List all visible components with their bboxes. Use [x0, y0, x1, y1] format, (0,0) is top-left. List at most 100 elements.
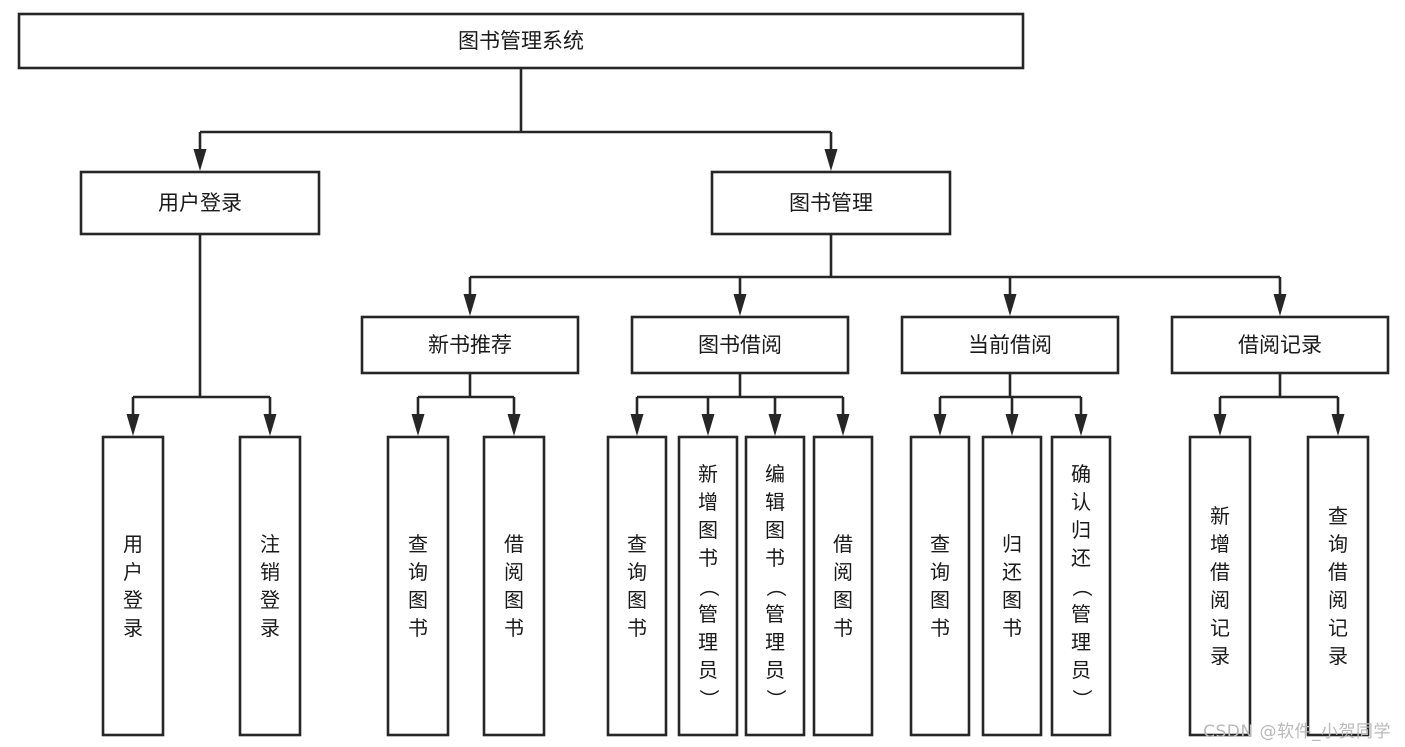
arrow-head-leaf-return-book [1005, 414, 1019, 436]
svg-text:管: 管 [1071, 602, 1091, 626]
node-label-current-borrow: 当前借阅 [968, 333, 1052, 357]
arrow-head-leaf-query-book-cur [933, 414, 947, 436]
csdn-watermark: CSDN @软件_小贺同学 [1203, 722, 1391, 742]
node-box-book-borrow [630, 315, 850, 375]
arrow-head-borrow-records [1273, 294, 1287, 316]
node-box-leaf-query-book-borrow [606, 435, 668, 737]
node-current-borrow[interactable]: 当前借阅 [900, 315, 1120, 375]
connector-group-user-login [126, 234, 277, 436]
svg-text:阅: 阅 [504, 560, 524, 584]
svg-text:书: 书 [930, 616, 950, 640]
node-box-leaf-add-borrow-record [1188, 435, 1252, 737]
arrow-head-user-login [193, 149, 207, 171]
svg-text:户: 户 [123, 560, 143, 584]
node-box-new-book-recommend [360, 315, 580, 375]
node-box-leaf-edit-book-admin [744, 435, 806, 737]
svg-text:增: 增 [1210, 532, 1230, 556]
node-new-book-recommend[interactable]: 新书推荐 [360, 315, 580, 375]
svg-text:管: 管 [765, 602, 785, 626]
arrow-head-leaf-query-book-borrow [630, 414, 644, 436]
svg-text:查: 查 [408, 532, 428, 556]
svg-text:员: 员 [765, 658, 785, 682]
node-label-leaf-user-login: 用户登录 [123, 532, 143, 640]
svg-text:借: 借 [504, 532, 524, 556]
svg-text:录: 录 [123, 616, 143, 640]
node-box-borrow-records [1170, 315, 1390, 375]
connector-group-book-borrow [630, 373, 850, 436]
connectors-layer [126, 68, 1345, 436]
svg-text:员: 员 [698, 658, 718, 682]
connector-group-book-management [463, 234, 1287, 316]
svg-text:查: 查 [627, 532, 647, 556]
node-box-leaf-logout [238, 435, 302, 737]
svg-text:查: 查 [930, 532, 950, 556]
node-book-management[interactable]: 图书管理 [710, 170, 952, 236]
arrow-head-leaf-user-login [126, 414, 140, 436]
node-borrow-records[interactable]: 借阅记录 [1170, 315, 1390, 375]
svg-text:归: 归 [1002, 532, 1022, 556]
svg-text:还: 还 [1002, 560, 1022, 584]
node-leaf-user-login[interactable]: 用户登录 [101, 435, 165, 737]
node-label-new-book-recommend: 新书推荐 [428, 333, 512, 357]
arrow-head-leaf-borrow-book [836, 414, 850, 436]
node-box-book-management [710, 170, 952, 236]
svg-text:辑: 辑 [765, 490, 785, 514]
svg-text:确: 确 [1071, 462, 1091, 486]
arrow-head-leaf-query-book-rec [411, 414, 425, 436]
svg-text:理: 理 [1071, 630, 1091, 654]
svg-text:图: 图 [833, 588, 853, 612]
svg-text:新: 新 [1210, 504, 1230, 528]
node-user-login[interactable]: 用户登录 [79, 170, 321, 236]
connector-group-new-book-recommend [411, 373, 521, 436]
svg-text:）: ） [697, 689, 721, 709]
node-label-root: 图书管理系统 [458, 29, 584, 53]
svg-text:借: 借 [1210, 560, 1230, 584]
svg-text:书: 书 [504, 616, 524, 640]
svg-text:询: 询 [930, 560, 950, 584]
arrow-head-book-borrow [733, 294, 747, 316]
svg-text:）: ） [1070, 689, 1094, 709]
node-box-user-login [79, 170, 321, 236]
arrow-head-leaf-add-borrow-record [1213, 414, 1227, 436]
svg-text:归: 归 [1071, 518, 1091, 542]
svg-text:图: 图 [408, 588, 428, 612]
svg-text:查: 查 [1328, 504, 1348, 528]
svg-text:新: 新 [698, 462, 718, 486]
svg-text:（: （ [697, 577, 721, 597]
svg-text:登: 登 [260, 588, 280, 612]
node-label-book-borrow: 图书借阅 [698, 333, 782, 357]
svg-text:书: 书 [765, 546, 785, 570]
connector-group-root [193, 68, 838, 171]
svg-text:阅: 阅 [1328, 588, 1348, 612]
node-box-leaf-query-book-rec [386, 435, 450, 737]
arrow-head-leaf-borrow-book-rec [507, 414, 521, 436]
svg-text:录: 录 [260, 616, 280, 640]
node-root[interactable]: 图书管理系统 [17, 12, 1025, 70]
svg-text:）: ） [764, 689, 788, 709]
node-book-borrow[interactable]: 图书借阅 [630, 315, 850, 375]
svg-text:记: 记 [1328, 616, 1348, 640]
connector-group-current-borrow [933, 373, 1088, 436]
